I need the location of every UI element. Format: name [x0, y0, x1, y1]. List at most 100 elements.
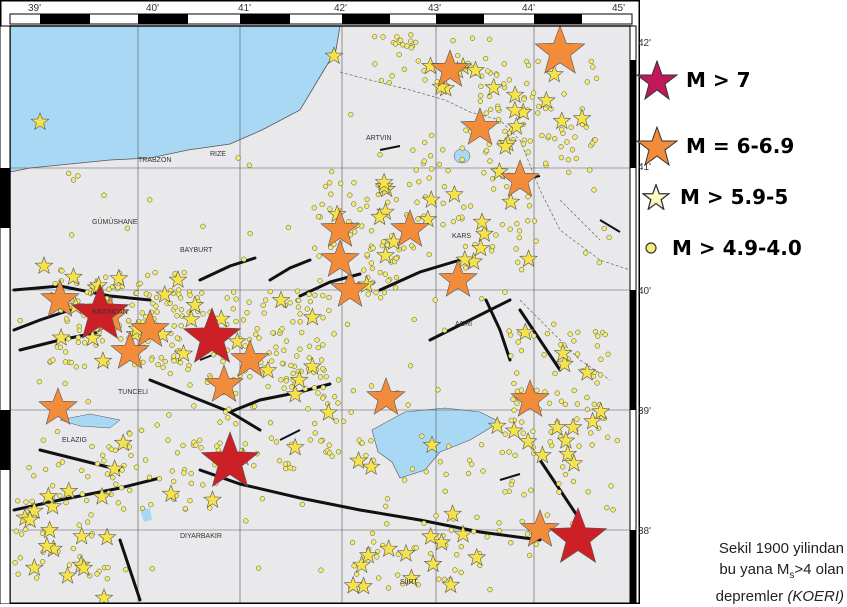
- epicenter-star: [444, 184, 464, 203]
- legend-label: M > 4.9-4.0: [672, 236, 802, 260]
- epicenter-dot: [519, 419, 525, 425]
- epicenter-dot: [282, 461, 289, 467]
- epicenter-dot: [440, 200, 446, 206]
- epicenter-dot: [115, 500, 121, 506]
- place-label: TRABZON: [138, 157, 171, 164]
- epicenter-star: [352, 555, 372, 573]
- epicenter-dot: [29, 498, 35, 504]
- top-tick-labels: 39' 40' 41' 42' 43' 44' 45': [28, 3, 625, 14]
- epicenter-dot: [406, 181, 413, 188]
- legend-item-m7: M > 7: [636, 60, 751, 100]
- epicenter-dot: [359, 440, 365, 446]
- epicenter-dot: [17, 555, 23, 561]
- epicenter-dot: [394, 34, 400, 40]
- epicenter-dot: [328, 244, 334, 251]
- epicenter-dot: [597, 372, 604, 378]
- epicenter-dot: [402, 477, 408, 483]
- epicenter-dot: [437, 459, 444, 465]
- epicenter-dot: [454, 552, 460, 558]
- epicenter-dot: [544, 512, 550, 518]
- epicenter-dot: [511, 407, 517, 413]
- epicenter-dot: [570, 478, 577, 485]
- epicenter-dot: [363, 452, 369, 459]
- epicenter-dot: [59, 459, 66, 465]
- epicenter-dot: [106, 286, 112, 292]
- epicenter-dot: [368, 438, 374, 444]
- epicenter-dot: [85, 473, 91, 480]
- epicenter-dot: [62, 349, 69, 355]
- place-labels: TRABZON RIZE ARTVIN GÜMÜSHANE BAYBURT KA…: [62, 135, 472, 586]
- epicenter-star: [441, 575, 461, 594]
- epicenter-dot: [455, 215, 462, 221]
- lon-tick-label: 41': [238, 3, 251, 14]
- legend-label: M > 5.9-5: [680, 185, 789, 209]
- epicenter-star: [74, 558, 94, 577]
- epicenter-dot: [413, 167, 419, 173]
- epicenter-dot: [23, 499, 29, 505]
- epicenter-dot: [70, 177, 77, 183]
- epicenter-dot: [256, 335, 262, 341]
- epicenter-star: [109, 268, 129, 287]
- epicenter-dot: [127, 487, 133, 493]
- epicenter-dot: [378, 77, 385, 84]
- epicenter-dot: [404, 43, 410, 49]
- epicenter-star: [320, 209, 360, 247]
- epicenter-dot: [57, 344, 64, 350]
- epicenter-star: [553, 343, 573, 362]
- epicenter-dot: [525, 218, 531, 224]
- epicenter-dot: [533, 238, 539, 244]
- epicenter-dot: [170, 353, 177, 359]
- epicenter-dot: [446, 443, 452, 449]
- epicenter-dot: [240, 317, 247, 323]
- epicenter-dot: [484, 147, 490, 154]
- epicenter-dot: [181, 470, 187, 476]
- epicenter-dot: [296, 297, 302, 304]
- epicenter-dot: [316, 253, 322, 259]
- epicenter-dot: [12, 560, 18, 566]
- epicenter-dot: [57, 493, 63, 499]
- epicenter-dot: [495, 105, 501, 112]
- epicenter-dot: [171, 323, 177, 329]
- epicenter-star: [537, 90, 556, 109]
- epicenter-dot: [85, 398, 91, 405]
- legend-item-m6: M = 6-6.9: [636, 126, 794, 166]
- epicenter-dot: [527, 138, 533, 144]
- epicenter-dot: [304, 306, 310, 312]
- epicenter-dot: [545, 133, 552, 139]
- epicenter-dot: [175, 287, 182, 293]
- epicenter-dot: [526, 552, 533, 559]
- epicenter-dot: [502, 289, 508, 295]
- epicenter-dot: [415, 216, 421, 222]
- epicenter-dot: [276, 458, 283, 464]
- epicenter-dot: [110, 474, 116, 481]
- epicenter-dot: [377, 269, 383, 276]
- epicenter-dot: [76, 327, 83, 333]
- epicenter-dot: [461, 204, 467, 210]
- epicenter-dot: [79, 491, 86, 497]
- epicenter-dot: [200, 223, 206, 230]
- epicenter-star: [379, 539, 399, 557]
- epicenter-star: [92, 486, 112, 505]
- place-label: TUNCELI: [118, 389, 148, 396]
- epicenter-dot: [320, 292, 326, 299]
- epicenter-dot: [442, 488, 448, 494]
- epicenter-dot: [450, 218, 457, 225]
- epicenter-dot: [413, 545, 419, 551]
- epicenter-star: [518, 431, 538, 450]
- epicenter-dot: [440, 221, 446, 228]
- epicenter-dot: [242, 441, 248, 447]
- epicenter-star: [474, 224, 494, 242]
- epicenter-dot: [393, 274, 400, 281]
- epicenter-dot: [370, 245, 376, 251]
- epicenter-dot: [199, 290, 205, 296]
- epicenter-star: [58, 565, 77, 584]
- epicenter-dot: [198, 445, 204, 451]
- epicenter-dot: [335, 449, 342, 455]
- epicenter-dot: [508, 481, 515, 488]
- epicenter-star: [358, 545, 378, 564]
- epicenter-star: [361, 457, 381, 475]
- epicenter-dot: [371, 539, 377, 545]
- epicenter-dot: [42, 466, 49, 473]
- epicenter-dot: [251, 462, 257, 469]
- epicenter-dot: [26, 464, 32, 471]
